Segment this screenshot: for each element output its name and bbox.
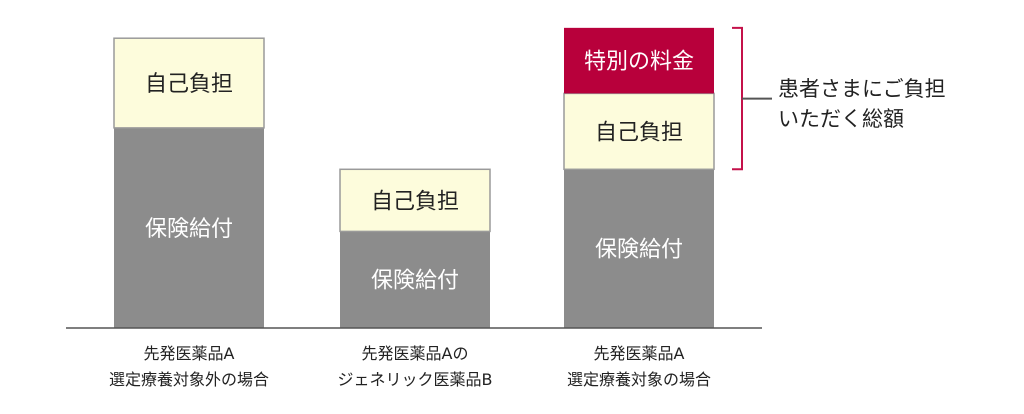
bar-2-segment-copay xyxy=(339,168,491,233)
bar-3-segment-special xyxy=(564,27,714,94)
bar-1-label-copay: 自己負担 xyxy=(145,72,233,97)
total-bracket: 患者さまにご負担 いただく総額 xyxy=(732,26,946,171)
bar-3-segment-insurance xyxy=(564,169,714,328)
bar-1-caption-line-2: 選定療養対象外の場合 xyxy=(109,370,269,389)
bracket-note-line-2: いただく総額 xyxy=(778,107,904,131)
bar-3-label-insurance: 保険給付 xyxy=(595,238,683,263)
bar-3-caption-line-2: 選定療養対象の場合 xyxy=(567,370,711,389)
bar-3-label-special: 特別の料金 xyxy=(584,50,694,75)
bar-2-label-insurance: 保険給付 xyxy=(371,269,459,294)
bar-2-caption-line-2: ジェネリック医薬品B xyxy=(338,370,493,389)
bar-3-segment-copay xyxy=(563,92,715,171)
bar-1-segment-insurance xyxy=(114,127,264,329)
bracket-note-line-1: 患者さまにご負担 xyxy=(778,77,946,101)
bar-1-caption-line-1: 先発医薬品A xyxy=(144,344,235,363)
bar-1-label-insurance: 保険給付 xyxy=(145,217,233,242)
bar-3-label-copay: 自己負担 xyxy=(595,120,683,145)
bar-2-segment-insurance xyxy=(340,231,490,328)
bar-2-caption-line-1: 先発医薬品Aの xyxy=(362,344,469,363)
bracket-line xyxy=(732,26,743,171)
bar-1-segment-copay xyxy=(113,37,265,129)
bar-2-label-copay: 自己負担 xyxy=(371,189,459,214)
bar-3-caption-line-1: 先発医薬品A xyxy=(594,344,685,363)
